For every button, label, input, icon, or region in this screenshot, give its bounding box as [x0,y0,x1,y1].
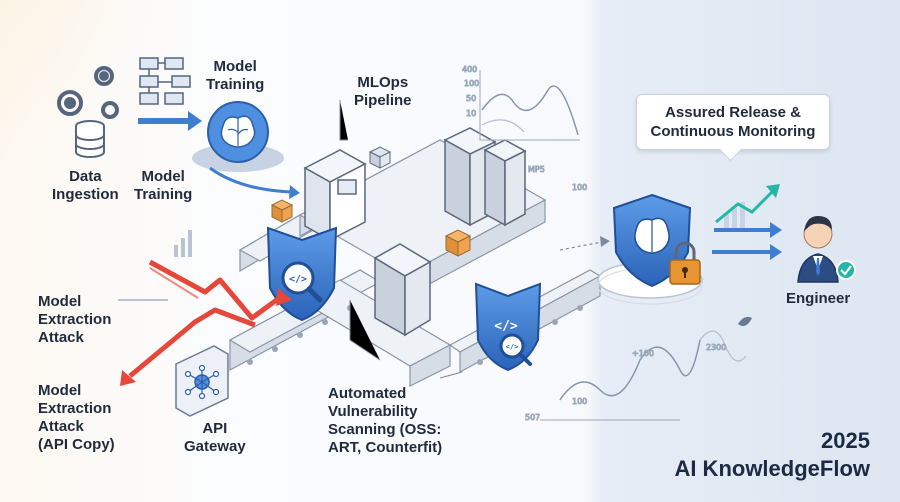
svg-text:100: 100 [572,397,587,406]
flow-arrow [209,166,293,194]
svg-text:</>: </> [494,319,518,334]
svg-text:MP5: MP5 [528,165,545,174]
flow-arrow [138,111,202,131]
flow-arrow [712,222,782,260]
svg-text:100: 100 [572,183,587,192]
mini-bar-chart [174,230,192,257]
brand-year: 2025 [821,428,870,453]
network-icon [175,345,229,417]
release-monitoring-callout: Assured Release & Continuous Monitoring [636,94,830,150]
database-icon [75,120,105,158]
attack-arrow [128,307,256,378]
background-chart-bottom: +100 2300 100 507 [525,330,747,423]
release-line-1: Assured Release & [665,104,801,121]
svg-text:10: 10 [466,109,476,118]
code-icon: </> </> [474,282,542,372]
growth-chart-icon [715,184,780,228]
automated-scanning-label: Automated Vulnerability Scanning (OSS: A… [328,385,443,456]
model-training-top-label: Model Training [206,58,265,93]
svg-text:+100: +100 [632,349,654,358]
brain-icon [192,101,284,172]
check-icon [836,260,856,280]
flowchart-icon [139,57,191,105]
model-extraction-attack-label: Model Extraction Attack [38,293,112,346]
background-chart-top: 400 100 50 10 MP5 100 [462,65,588,193]
data-ingestion-label: Data Ingestion [52,168,119,203]
svg-text:</>: </> [289,274,307,285]
brand-name: AI KnowledgeFlow [674,456,870,481]
label-connectors [118,100,463,379]
server-icon [303,149,367,242]
svg-text:100: 100 [464,79,479,88]
gears-icon [57,66,119,119]
svg-text:400: 400 [462,65,477,74]
box-icon [270,146,472,257]
svg-text:2300: 2300 [706,343,726,352]
engineer-avatar [797,216,839,283]
model-training-label: Model Training [134,168,193,203]
svg-text:507: 507 [525,413,540,422]
model-extraction-attack-api-label: Model Extraction Attack (API Copy) [38,382,115,453]
server-icon [443,127,527,227]
brain-icon [597,193,703,305]
server-icon [373,243,432,337]
svg-text:</>: </> [506,343,519,351]
attack-arrow [148,259,284,321]
decor-leaf [738,316,752,326]
mlops-pipeline-label: MLOps Pipeline [354,74,412,109]
svg-text:50: 50 [466,94,476,103]
release-line-2: Continuous Monitoring [650,123,816,140]
lock-icon [669,241,701,285]
engineer-label: Engineer [786,290,851,307]
api-gateway-label: API Gateway [184,420,246,455]
